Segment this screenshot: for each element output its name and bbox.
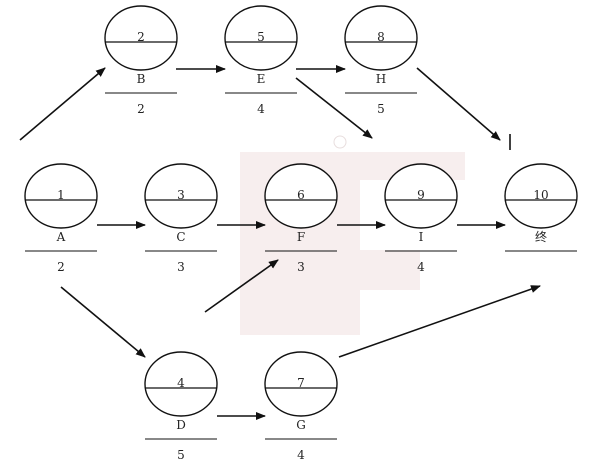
activity-duration: 5: [377, 102, 385, 116]
edge-a-to-d: [60, 286, 146, 358]
node-circle: [344, 5, 418, 71]
node-a: 1A 2: [24, 163, 98, 274]
node-number: 10: [533, 188, 548, 202]
activity-duration: 4: [417, 260, 425, 274]
node-b: 2B2: [104, 5, 178, 116]
activity-duration: 4: [257, 102, 265, 116]
activity-duration: 5: [177, 448, 185, 462]
activity-label: B: [137, 72, 146, 86]
node-e: 5E 4: [224, 5, 298, 116]
node-number: 2: [137, 30, 145, 44]
node-number: 7: [297, 376, 305, 390]
node-circle: [264, 351, 338, 417]
node-g: 7G 4: [264, 351, 338, 462]
activity-label: D: [176, 418, 186, 432]
activity-label: 终: [535, 229, 547, 244]
node-circle: [264, 163, 338, 229]
activity-duration: 3: [177, 260, 185, 274]
node-d: 4D 5: [144, 351, 218, 462]
activity-label: E: [257, 72, 266, 86]
edge-h-to-end: [416, 67, 501, 141]
activity-label: A: [56, 230, 66, 244]
activity-duration: 2: [57, 260, 65, 274]
node-number: 1: [57, 188, 65, 202]
activity-label: C: [176, 230, 185, 244]
node-number: 8: [377, 30, 385, 44]
node-circle: [144, 163, 218, 229]
node-circle: [384, 163, 458, 229]
node-number: 5: [257, 30, 265, 44]
activity-label: F: [297, 230, 305, 244]
activity-label: I: [419, 230, 424, 244]
node-i: 9I 4: [384, 163, 458, 274]
activity-duration: 2: [137, 102, 145, 116]
activity-label: H: [376, 72, 386, 86]
activity-duration: 4: [297, 448, 305, 462]
node-number: 9: [417, 188, 425, 202]
node-f: 6F 3: [264, 163, 338, 274]
activity-duration: 3: [297, 260, 305, 274]
node-circle: [144, 351, 218, 417]
node-circle: [104, 5, 178, 71]
node-number: 6: [297, 188, 305, 202]
node-number: 4: [177, 376, 185, 390]
edge-d-to-f: [204, 259, 279, 313]
node-c: 3C3: [144, 163, 218, 274]
node-h: 8H 5: [344, 5, 418, 116]
node-number: 3: [177, 188, 185, 202]
node-end: 10 终: [504, 163, 578, 252]
node-circle: [504, 163, 578, 229]
activity-label: G: [296, 418, 306, 432]
node-circle: [24, 163, 98, 229]
edge-a-to-b: [19, 67, 106, 141]
edge-g-to-end: [338, 285, 541, 358]
node-circle: [224, 5, 298, 71]
edges-layer: [19, 65, 541, 420]
edge-e-to-i: [295, 77, 373, 139]
